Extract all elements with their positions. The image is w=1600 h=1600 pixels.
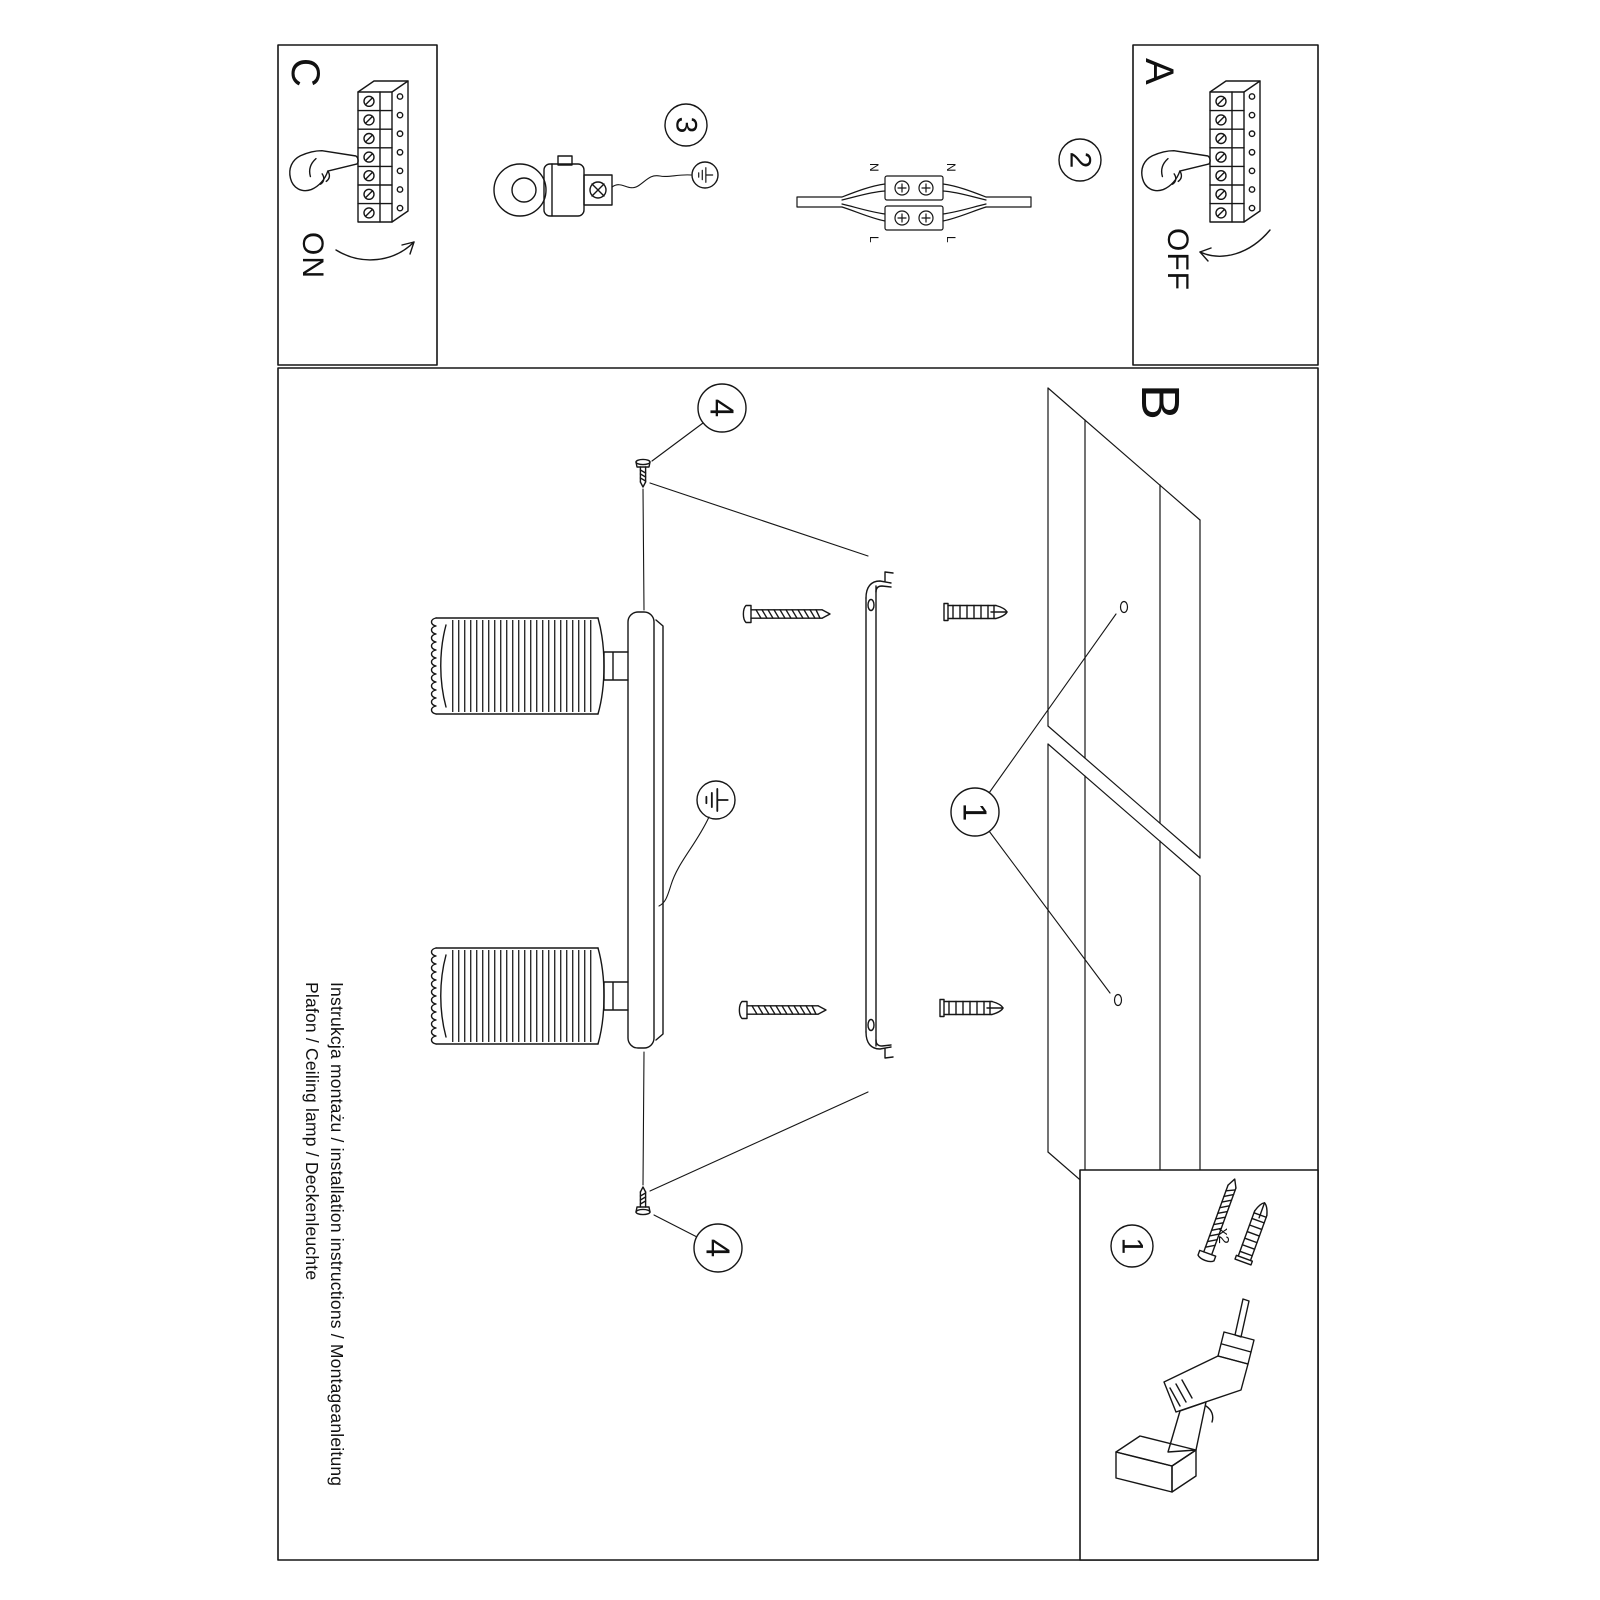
drill-icon <box>1115 1298 1255 1493</box>
wall-plug-icon-top <box>943 602 1008 622</box>
footer-line-2: Plafon / Ceiling lamp / Deckenleuchte <box>302 982 322 1280</box>
section-b: B 1 <box>277 367 1319 1561</box>
step-2-group: 2 N N L L <box>796 138 1102 243</box>
switch-arrow-icon <box>335 241 415 261</box>
ceiling-panels <box>1047 387 1201 1285</box>
step-4-badge-bottom <box>693 1223 743 1273</box>
shade-stem-bottom <box>603 981 629 1011</box>
step-1-badge <box>950 787 1000 837</box>
drill-hole-bottom <box>1113 993 1123 1007</box>
step-2-badge <box>1058 138 1102 182</box>
step-2-number: 2 <box>1064 152 1097 169</box>
footer-line-1: Instrukcja montażu / installation instru… <box>327 982 347 1486</box>
section-c-border <box>277 44 438 366</box>
lamp-shade-bottom <box>432 948 605 1044</box>
ground-wire <box>611 174 692 189</box>
lamp-body <box>432 612 664 1048</box>
mount-screw-icon-top <box>635 458 651 488</box>
hand-icon <box>1138 144 1214 194</box>
step-4-callout-top: 4 <box>635 383 869 611</box>
lamp-shade-top <box>432 618 605 714</box>
step-4-number-bottom: 4 <box>700 1239 737 1257</box>
step-4-callout-bottom: 4 <box>635 1051 869 1273</box>
hand-icon <box>286 144 362 194</box>
ground-symbol-circle <box>696 780 736 820</box>
terminal-block-icon <box>1209 80 1261 223</box>
section-a: A OFF <box>1132 44 1319 366</box>
off-label: OFF <box>1161 228 1194 291</box>
mount-screw-icon-bottom <box>635 1186 651 1216</box>
screw-icon-top <box>742 604 831 624</box>
section-a-label: A <box>1137 58 1181 85</box>
live-label-left: L <box>867 236 881 243</box>
neutral-label-left: N <box>867 163 881 172</box>
shade-stem-top <box>603 651 629 681</box>
anchor-qty-label: x2 <box>1215 1228 1232 1244</box>
parts-step-1-number: 1 <box>1116 1238 1149 1255</box>
on-label: ON <box>296 232 329 279</box>
live-label-right: L <box>944 236 958 243</box>
parts-step-1-badge <box>1110 1224 1154 1268</box>
step-3-number: 3 <box>670 117 703 134</box>
lamp-holder-icon <box>493 155 613 217</box>
leader-lines <box>988 613 1117 994</box>
step-1-number: 1 <box>957 803 994 821</box>
section-a-border <box>1132 44 1319 366</box>
terminal-block-icon <box>357 80 409 223</box>
step-4-number-top: 4 <box>704 399 741 417</box>
step-3-group: 3 <box>493 103 719 217</box>
ground-symbol-circle <box>691 161 719 189</box>
step-3-badge <box>664 103 708 147</box>
mounting-bracket <box>865 571 894 1059</box>
step-4-badge-top <box>697 383 747 433</box>
lamp-base-plate <box>627 611 655 1049</box>
ground-wire <box>658 816 710 907</box>
section-c: C ON <box>277 44 438 366</box>
assembly-lines-bottom <box>642 1051 869 1192</box>
wall-plug-icon-bottom <box>939 998 1004 1018</box>
wire-connector-icon <box>796 175 1032 231</box>
drill-hole-top <box>1119 600 1129 614</box>
neutral-label-right: N <box>944 163 958 172</box>
ground-callout <box>658 780 736 907</box>
step-1-callout: 1 <box>950 613 1117 994</box>
assembly-lines-top <box>642 482 869 611</box>
section-c-label: C <box>283 58 327 87</box>
section-b-label: B <box>1130 384 1190 420</box>
screw-icon-bottom <box>738 1000 827 1020</box>
ground-symbol-icon <box>698 167 714 183</box>
parts-box: 1 x2 <box>1079 1169 1319 1561</box>
switch-arrow-icon <box>1199 229 1271 262</box>
section-b-border <box>277 367 1319 1561</box>
